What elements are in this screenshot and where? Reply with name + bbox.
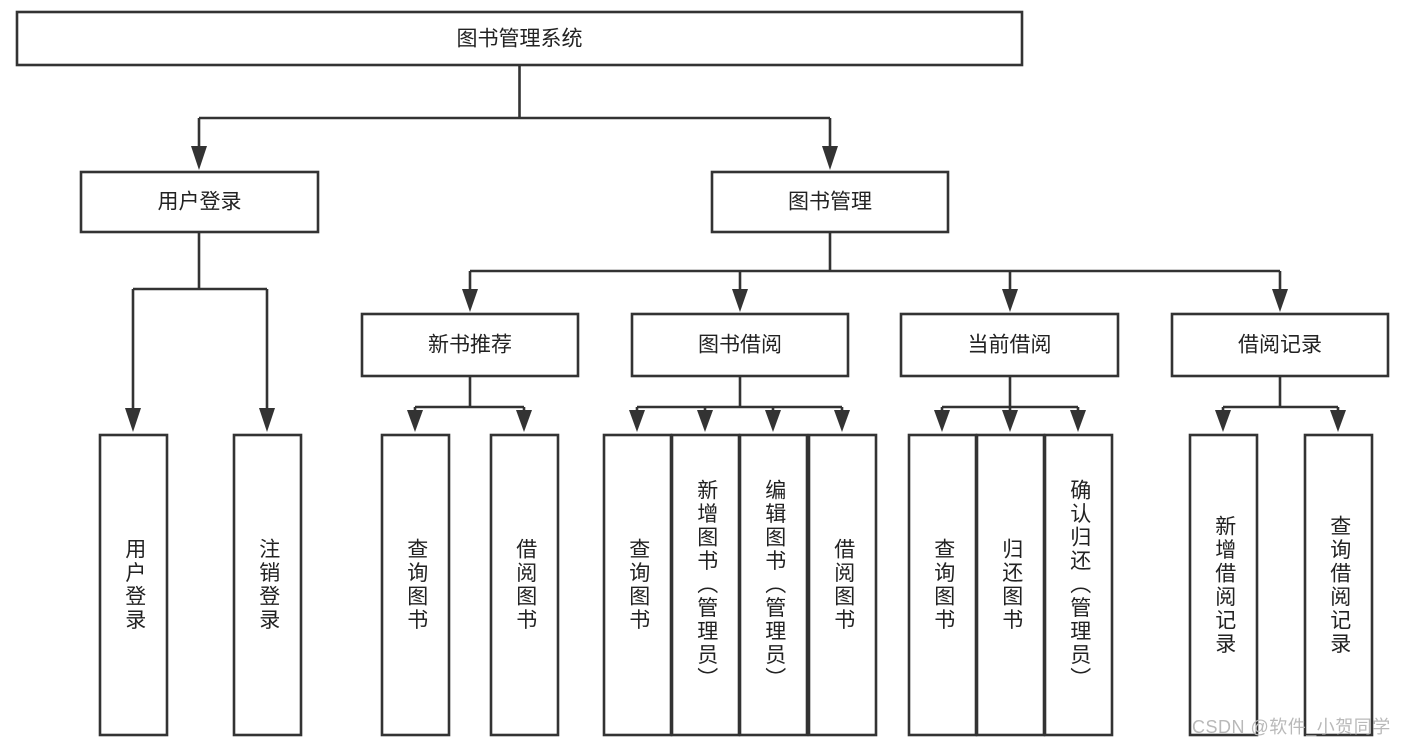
arrow-head-leaf-confirm-return (1070, 410, 1086, 432)
node-box-leaf-query-record[interactable] (1303, 433, 1374, 737)
connector-group-borrow-record (1215, 376, 1346, 432)
arrow-head-leaf-logout (259, 408, 275, 432)
arrow-head-leaf-edit-book (765, 410, 781, 432)
arrow-head-leaf-add-record (1215, 410, 1231, 432)
arrow-head-leaf-borrow-book-1 (516, 410, 532, 432)
arrow-head-leaf-borrow-book-2 (834, 410, 850, 432)
connector-group-current-borrow (934, 376, 1086, 432)
node-label-current-borrow: 当前借阅 (968, 334, 1052, 357)
node-label-borrow-record: 借阅记录 (1238, 334, 1322, 357)
arrow-head-new-book-recommend (462, 289, 478, 312)
node-label-root: 图书管理系统 (457, 28, 583, 51)
arrow-head-leaf-query-record (1330, 410, 1346, 432)
node-box-leaf-logout[interactable] (232, 433, 303, 737)
connector-group-book-management (462, 232, 1288, 312)
node-label-book-borrow: 图书借阅 (698, 334, 782, 357)
arrow-head-leaf-query-book-3 (934, 410, 950, 432)
node-label-user-login: 用户登录 (158, 191, 242, 214)
node-box-leaf-borrow-book-1[interactable] (489, 433, 560, 737)
node-box-leaf-add-book[interactable] (670, 433, 741, 737)
arrow-head-leaf-user-login (125, 408, 141, 432)
arrow-head-leaf-query-book-2 (629, 410, 645, 432)
node-box-current-borrow[interactable] (899, 312, 1120, 378)
node-box-book-borrow[interactable] (630, 312, 850, 378)
node-box-root[interactable] (15, 10, 1024, 67)
node-label-book-management: 图书管理 (788, 191, 872, 214)
arrow-head-leaf-return-book (1002, 410, 1018, 432)
watermark-text: CSDN @软件_小贺同学 (1192, 717, 1391, 737)
arrow-head-current-borrow (1002, 289, 1018, 312)
arrow-head-user-login (191, 146, 207, 170)
node-box-book-management[interactable] (710, 170, 950, 234)
connector-group-book-borrow (629, 376, 850, 432)
node-box-leaf-borrow-book-2[interactable] (807, 433, 878, 737)
node-box-new-book-recommend[interactable] (360, 312, 580, 378)
connector-group-root (191, 65, 838, 170)
arrow-head-leaf-query-book-1 (407, 410, 423, 432)
node-box-leaf-add-record[interactable] (1188, 433, 1259, 737)
node-box-leaf-query-book-1[interactable] (380, 433, 451, 737)
node-box-leaf-confirm-return[interactable] (1043, 433, 1114, 737)
node-box-leaf-user-login[interactable] (98, 433, 169, 737)
connector-group-user-login (125, 232, 275, 432)
node-box-leaf-query-book-2[interactable] (602, 433, 673, 737)
arrow-head-leaf-add-book (697, 410, 713, 432)
node-box-leaf-return-book[interactable] (975, 433, 1046, 737)
node-box-borrow-record[interactable] (1170, 312, 1390, 378)
node-box-user-login[interactable] (79, 170, 320, 234)
connector-group-new-book-recommend (407, 376, 532, 432)
arrow-head-borrow-record (1272, 289, 1288, 312)
arrow-head-book-management (822, 146, 838, 170)
node-box-leaf-query-book-3[interactable] (907, 433, 978, 737)
node-label-new-book-recommend: 新书推荐 (428, 334, 512, 357)
node-box-leaf-edit-book[interactable] (738, 433, 809, 737)
arrow-head-book-borrow (732, 289, 748, 312)
